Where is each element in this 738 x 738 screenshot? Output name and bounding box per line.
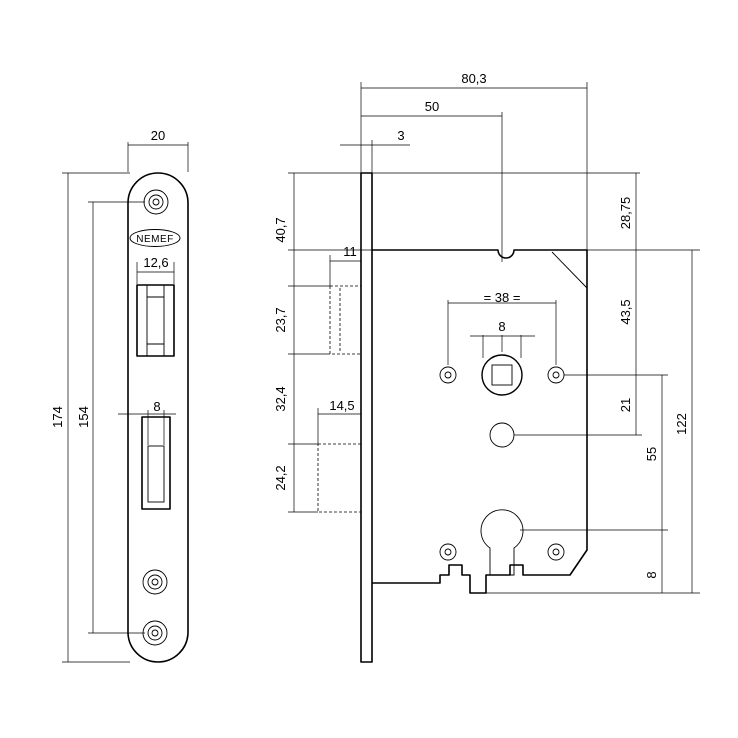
latch-opening-inner	[146, 285, 165, 356]
bolt-opening	[141, 416, 171, 510]
dim-follower-to-lower: 21	[618, 398, 633, 412]
svg-text:80,3: 80,3	[461, 71, 486, 86]
case-outline	[372, 249, 588, 594]
brand-label: NEMEF	[136, 234, 174, 245]
dim-overall-depth: 80,3	[361, 71, 587, 89]
case-internal-line	[551, 251, 588, 289]
lower-hole	[489, 422, 515, 448]
faceplate-side	[360, 172, 373, 663]
follower-hub	[481, 354, 523, 396]
screw-hole-bottom-right	[547, 543, 565, 561]
svg-text:28,75: 28,75	[618, 197, 633, 230]
dim-latch-height: 23,7	[273, 307, 288, 332]
svg-text:8: 8	[498, 319, 505, 334]
lock-case-view: 80,3 50 3 40,7 23,7 32,4 24,2	[273, 71, 700, 663]
dim-follower-square: 8	[470, 319, 535, 337]
svg-text:24,2: 24,2	[273, 465, 288, 490]
screw-hole-right	[547, 366, 565, 384]
svg-text:55: 55	[644, 447, 659, 461]
svg-text:21: 21	[618, 398, 633, 412]
dim-follower-to-cylinder: 55	[644, 447, 659, 461]
dim-latch-projection: 11	[329, 244, 361, 286]
svg-text:174: 174	[50, 406, 65, 428]
faceplate-screw-hole-middle	[142, 569, 168, 595]
dim-bolt-projection: 14,5	[317, 398, 361, 444]
dim-bolt-height: 24,2	[273, 465, 288, 490]
svg-text:11: 11	[343, 244, 357, 259]
dim-bolt-opening-width: 8	[118, 399, 176, 445]
dim-screw-spacing-38: = 38 =	[448, 290, 556, 305]
faceplate-screw-hole-bottom	[142, 620, 168, 646]
dim-top-offset: 40,7	[273, 217, 288, 242]
cylinder-cutout	[480, 509, 524, 576]
svg-text:23,7: 23,7	[273, 307, 288, 332]
screw-hole-bottom-left	[439, 543, 457, 561]
svg-text:122: 122	[674, 413, 689, 435]
dim-faceplate-width: 20	[127, 128, 189, 172]
svg-text:= 38 =: = 38 =	[484, 290, 521, 305]
svg-text:12,6: 12,6	[143, 255, 168, 270]
svg-text:3: 3	[397, 128, 404, 143]
latch-opening	[136, 284, 175, 357]
svg-text:50: 50	[425, 99, 439, 114]
latch-bolt	[329, 285, 362, 355]
dim-faceplate-height: 174	[50, 172, 130, 663]
svg-text:20: 20	[151, 128, 165, 143]
dim-screw-to-follower: 43,5	[618, 299, 633, 324]
dim-top-to-screw: 28,75	[618, 197, 633, 230]
dim-cylinder-offset: 8	[644, 571, 659, 578]
faceplate-outline	[127, 172, 189, 663]
svg-text:32,4: 32,4	[273, 386, 288, 411]
svg-text:14,5: 14,5	[329, 398, 354, 413]
svg-text:8: 8	[153, 399, 160, 414]
faceplate-screw-hole-top	[143, 189, 169, 215]
dead-bolt	[317, 443, 362, 513]
screw-hole-left	[439, 366, 457, 384]
dim-latch-to-bolt: 32,4	[273, 386, 288, 411]
dim-backset: 50	[361, 99, 502, 117]
dim-screw-to-bottom: 122	[674, 413, 689, 435]
svg-text:40,7: 40,7	[273, 217, 288, 242]
dim-latch-opening-width: 12,6	[136, 255, 175, 284]
dim-faceplate-thickness: 3	[340, 128, 410, 146]
dim-screw-spacing: 154	[76, 201, 145, 634]
brand-badge	[129, 229, 181, 247]
svg-text:43,5: 43,5	[618, 299, 633, 324]
svg-text:154: 154	[76, 406, 91, 428]
faceplate-view: NEMEF 20	[50, 128, 189, 663]
svg-text:8: 8	[644, 571, 659, 578]
